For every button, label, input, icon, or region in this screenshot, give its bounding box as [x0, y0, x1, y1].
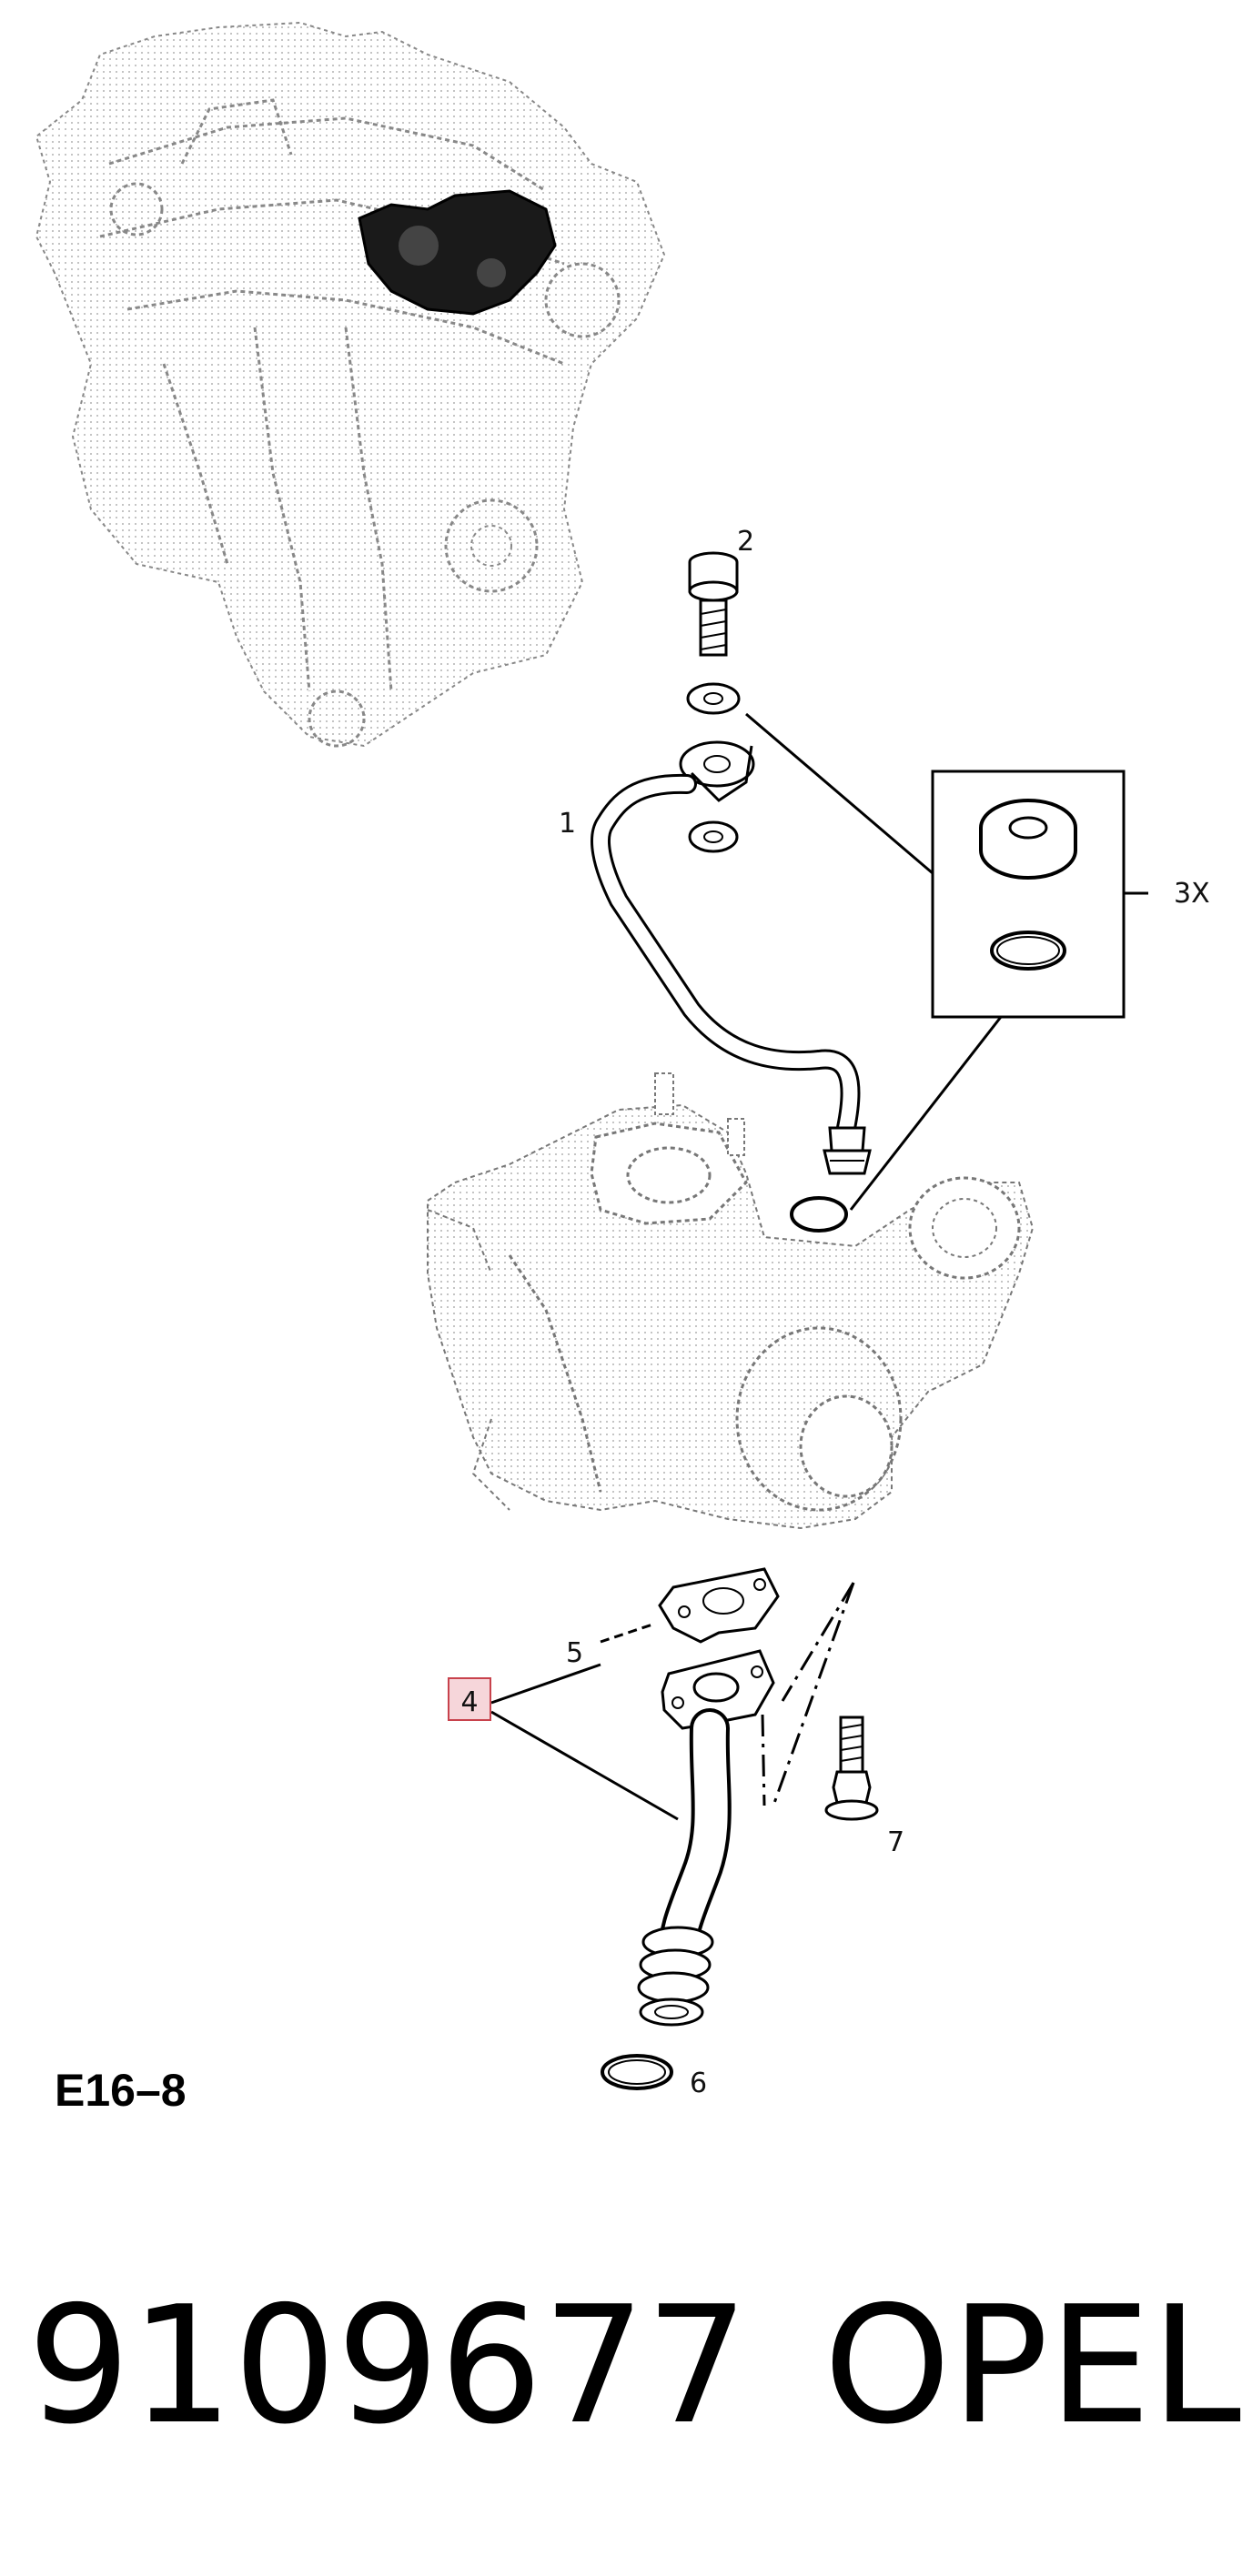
gasket — [658, 1567, 780, 1644]
oring-return-pipe — [601, 2054, 673, 2090]
oil-feed-pipe — [591, 740, 872, 1175]
callout-4: 4 — [460, 1686, 478, 1718]
oil-return-pipe — [637, 1649, 775, 2027]
engine-overview-illustration — [35, 21, 666, 748]
banjo-bolt — [688, 551, 739, 657]
callout-3x: 3X — [1174, 878, 1210, 910]
leader-7-dashdot — [761, 1582, 855, 1806]
callout-5: 5 — [566, 1637, 583, 1669]
callout-2: 2 — [737, 526, 754, 558]
callout-1: 1 — [559, 808, 576, 840]
part-number: 9109677 — [27, 2271, 749, 2460]
diagram-id-label: E16–8 — [55, 2065, 187, 2116]
leader-4-top — [490, 1663, 601, 1705]
oring-pipe-end — [790, 1196, 848, 1233]
sealing-washers — [686, 682, 741, 853]
callout-4-highlight: 4 — [448, 1677, 491, 1721]
callout-7: 7 — [887, 1826, 904, 1858]
brand-name: OPEL — [823, 2271, 1241, 2460]
flange-bolt — [824, 1716, 879, 1821]
turbocharger-illustration — [427, 1072, 1035, 1530]
callout-6: 6 — [690, 2068, 707, 2099]
leader-4-bottom — [490, 1710, 679, 1821]
leader-5 — [600, 1622, 656, 1644]
leader-3x-bottom — [849, 1016, 1003, 1211]
seal-kit-inset — [931, 770, 1148, 1019]
leader-3x-top — [745, 712, 934, 875]
